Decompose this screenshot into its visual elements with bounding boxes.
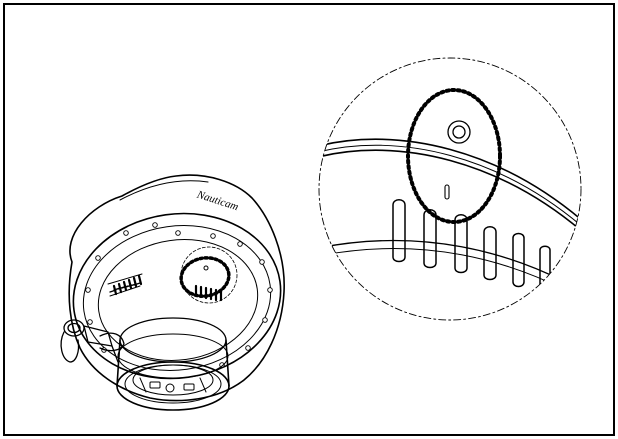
side-latch xyxy=(60,319,125,363)
shade-top-edge xyxy=(119,180,209,201)
dome-shade-outline xyxy=(68,174,285,402)
main-ring-step xyxy=(97,239,259,361)
mount-mid-ring xyxy=(117,333,229,379)
pin-slot xyxy=(444,184,450,200)
zoom-content xyxy=(319,120,581,301)
frame-border xyxy=(3,3,615,436)
zoom-circle-outline xyxy=(318,57,582,321)
rim-band-upper-2 xyxy=(319,144,581,229)
brand-logo: Nauticam xyxy=(195,188,240,213)
vent-fins xyxy=(392,199,551,295)
highlight-ring-small xyxy=(179,256,231,298)
port-illustration: Nauticam xyxy=(60,174,285,411)
source-hole xyxy=(203,265,209,271)
main-ring-outer xyxy=(72,212,282,380)
mount-bottom-lens xyxy=(132,364,214,396)
main-ring-inner xyxy=(82,225,272,371)
rim-band-lower-2 xyxy=(319,248,581,301)
brand-logo-text: Nauticam xyxy=(195,188,240,213)
bayonet-details xyxy=(139,377,207,393)
mount-side-left xyxy=(116,339,121,387)
mount-top-ring xyxy=(119,317,227,363)
mount-side-right xyxy=(225,339,230,387)
rim-band-lower xyxy=(319,239,581,293)
rim-band-upper xyxy=(319,138,581,223)
vent-slot-ticks-left xyxy=(112,274,143,296)
screw-hole-inner xyxy=(452,125,466,139)
ring-screws xyxy=(85,222,273,368)
rim-band-upper-3 xyxy=(319,149,581,234)
screw-hole-outer xyxy=(447,120,471,144)
highlight-ring-zoom xyxy=(406,88,502,224)
zoom-detail xyxy=(318,57,582,321)
